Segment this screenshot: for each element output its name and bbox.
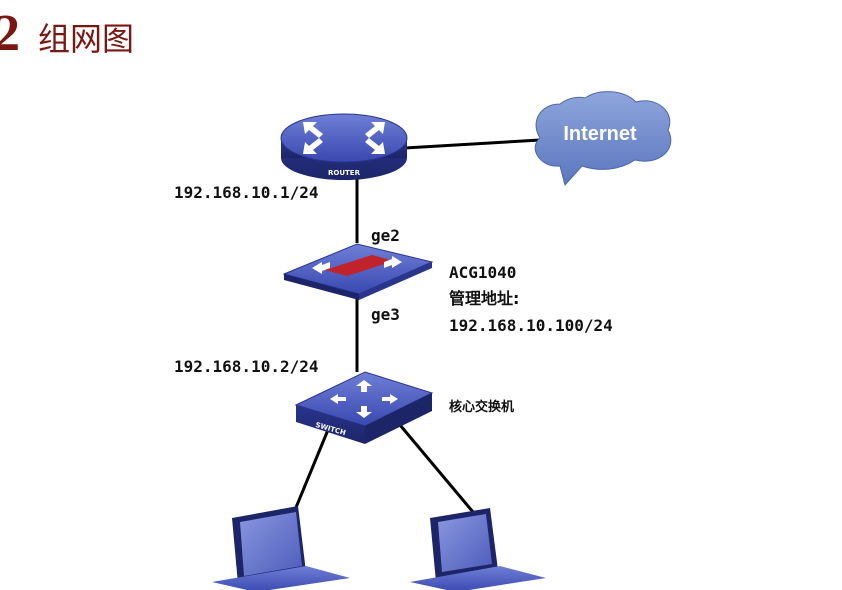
computer-icon [410,508,546,590]
firewall-port-upper-label: ge2 [371,226,400,245]
link-switch-pc-right [398,424,475,513]
firewall-model-label: ACG1040 [449,263,516,282]
link-switch-pc-left [288,424,332,523]
firewall-mgmt-ip-label: 192.168.10.100/24 [449,316,613,335]
switch-icon: SWITCH [294,371,434,444]
links [288,138,541,523]
router-label: ROUTER [328,169,361,177]
cloud-icon: Internet [534,91,672,187]
internet-label: Internet [563,123,637,145]
switch-name-label: 核心交换机 [449,399,514,415]
section-number: 2 [0,5,20,62]
link-router-internet [404,138,541,150]
router-ip-label: 192.168.10.1/24 [174,183,319,202]
firewall-icon [282,243,434,300]
section-title: 组网图 [38,20,135,58]
computer-icon [212,506,350,590]
firewall-port-lower-label: ge3 [371,305,400,324]
section-heading: 2 组网图 [0,4,134,64]
firewall-mgmt-label: 管理地址: [449,289,519,308]
switch-ip-label: 192.168.10.2/24 [174,357,319,376]
router-icon: ROUTER [280,113,408,180]
